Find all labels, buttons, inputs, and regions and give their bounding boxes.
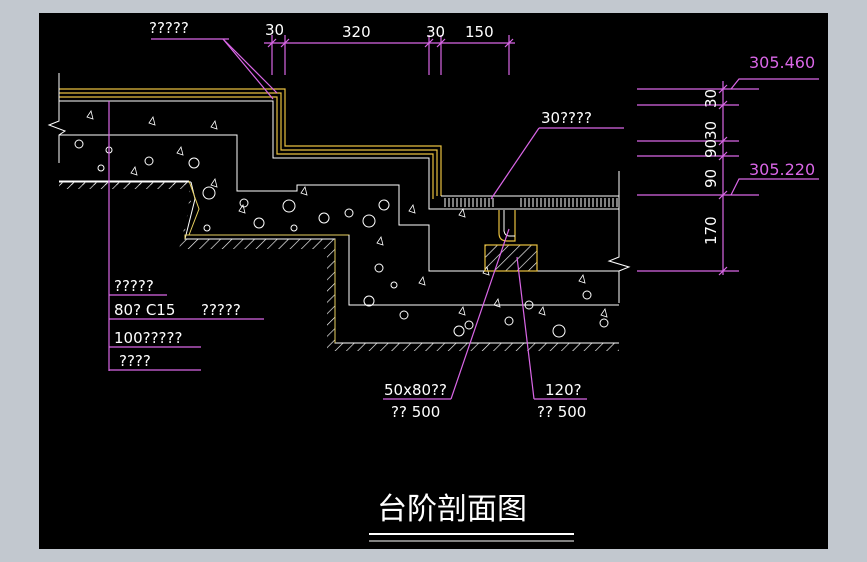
paving-blocks bbox=[441, 195, 619, 210]
legend-2: 80? C15 bbox=[114, 301, 175, 319]
dim-right-5: 170 bbox=[702, 216, 720, 245]
legend-4: ???? bbox=[119, 352, 151, 370]
legend-2b: ????? bbox=[201, 301, 241, 319]
leader-lines bbox=[108, 38, 624, 400]
elevation-bottom: 305.220 bbox=[749, 160, 815, 179]
dim-top-2: 320 bbox=[342, 23, 371, 41]
callout-right-2: ?? 500 bbox=[537, 403, 586, 421]
dim-top-4: 150 bbox=[465, 23, 494, 41]
legend-1: ????? bbox=[114, 277, 154, 295]
drain-channel bbox=[484, 210, 538, 272]
callout-left-2: ?? 500 bbox=[391, 403, 440, 421]
cad-canvas: ????? 30 320 30 150 305.460 305.220 30??… bbox=[39, 13, 828, 549]
dim-top-1: 30 bbox=[265, 21, 284, 39]
dim-right-1: 30 bbox=[702, 89, 720, 108]
legend-3: 100????? bbox=[114, 329, 182, 347]
elevation-top: 305.460 bbox=[749, 53, 815, 72]
callout-right-1: 120? bbox=[545, 381, 582, 399]
dim-right-3: 90 bbox=[702, 139, 720, 158]
concrete-body bbox=[59, 110, 619, 343]
stair-finish bbox=[59, 88, 442, 199]
break-marks bbox=[47, 73, 631, 303]
label-right-layer: 30???? bbox=[541, 109, 592, 127]
dim-right-4: 90 bbox=[702, 169, 720, 188]
dim-top-3: 30 bbox=[426, 23, 445, 41]
stair-tread-lines bbox=[59, 100, 619, 210]
section-drawing: ????? 30 320 30 150 305.460 305.220 30??… bbox=[47, 19, 819, 542]
dim-right-2: 30 bbox=[702, 121, 720, 140]
right-dimension bbox=[637, 78, 819, 276]
callout-left-1: 50x80?? bbox=[384, 381, 447, 399]
label-top-layer: ????? bbox=[149, 19, 189, 37]
drawing-title: 台阶剖面图 bbox=[377, 492, 527, 527]
top-dimension bbox=[264, 35, 515, 75]
